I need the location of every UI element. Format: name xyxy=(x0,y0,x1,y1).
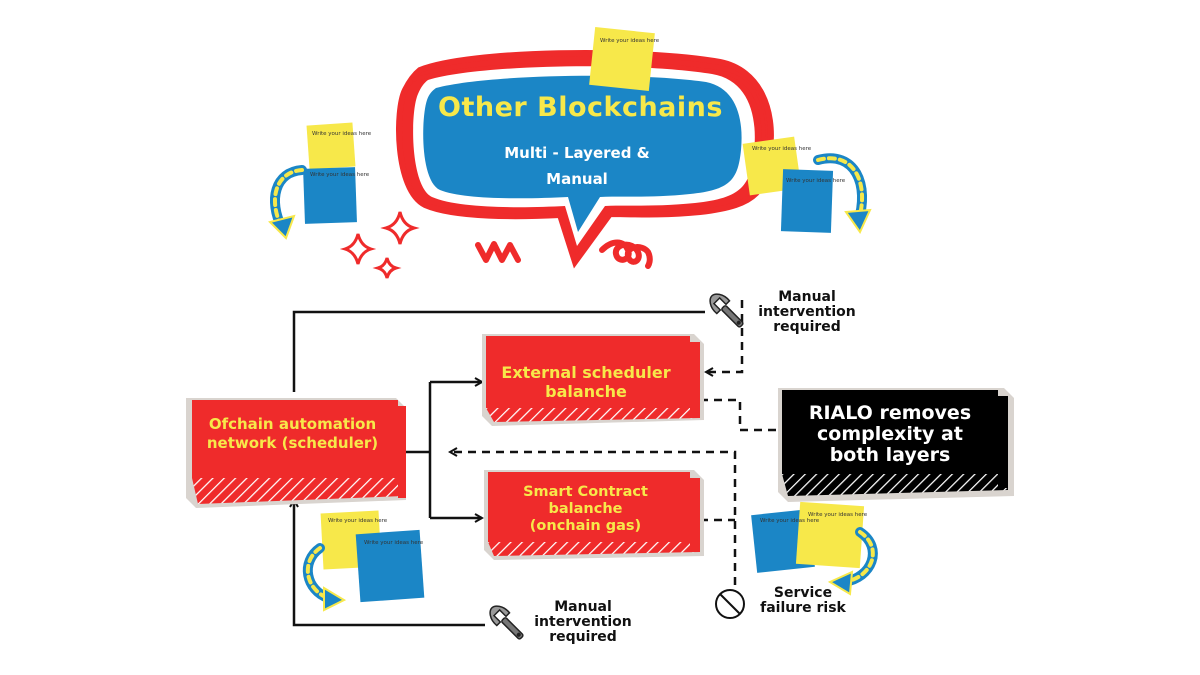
curved-arrow-icon xyxy=(813,153,872,235)
sticky-notes-bottom-left xyxy=(320,510,425,603)
label-line: network (scheduler) xyxy=(206,434,379,452)
sticky-notes-bottom-right xyxy=(751,501,865,573)
note-line: Service xyxy=(773,585,833,601)
label-line: (onchain gas) xyxy=(529,517,642,534)
label-line: External scheduler xyxy=(501,363,671,382)
rialo-label: RIALO removes complexity at both layers xyxy=(786,396,994,472)
smart-contract-label: Smart Contract balanche (onchain gas) xyxy=(488,478,683,540)
curved-arrow-icon xyxy=(302,543,347,612)
subtitle-line: Manual xyxy=(546,170,608,188)
sticky-note-label: Write your ideas here xyxy=(310,172,370,178)
label-line: Ofchain automation xyxy=(208,415,377,433)
sticky-note-label: Write your ideas here xyxy=(808,512,868,518)
subtitle-line: Multi - Layered & xyxy=(504,144,650,162)
sticky-note-label: Write your ideas here xyxy=(786,178,846,184)
note-line: required xyxy=(549,629,617,645)
connectors xyxy=(294,310,705,627)
sticky-note-label: Write your ideas here xyxy=(364,540,424,546)
page-title: Other Blockchains xyxy=(438,92,723,123)
label-line: balanche xyxy=(548,500,623,517)
sticky-note-top xyxy=(589,27,655,91)
note-line: Manual xyxy=(554,599,612,615)
title-speech-bubble xyxy=(396,49,774,269)
sticky-notes-right-top xyxy=(742,136,834,233)
label-line: Smart Contract xyxy=(523,483,648,500)
sticky-note-label: Write your ideas here xyxy=(752,146,812,152)
note-line: required xyxy=(773,319,841,335)
box-rialo xyxy=(778,388,1014,502)
note-line: intervention xyxy=(534,614,632,630)
sticky-notes-left-top xyxy=(303,122,357,224)
wrench-icon xyxy=(709,293,744,328)
label-line: balanche xyxy=(545,382,627,401)
curved-arrow-icon xyxy=(827,527,878,596)
note-line: intervention xyxy=(758,304,856,320)
wrench-icon xyxy=(489,605,524,640)
dashed-connectors xyxy=(450,300,790,585)
box-smart-contract xyxy=(484,470,704,560)
offchain-automation-label: Ofchain automation network (scheduler) xyxy=(190,400,395,468)
no-symbol-icon xyxy=(715,589,745,619)
external-scheduler-label: External scheduler balanche xyxy=(486,352,686,412)
sparkle-icon xyxy=(339,211,420,279)
sticky-note-label: Write your ideas here xyxy=(328,518,388,524)
page-subtitle: Multi - Layered & Manual xyxy=(462,140,692,192)
sticky-note-label: Write your ideas here xyxy=(312,131,372,137)
box-offchain-automation xyxy=(186,398,406,508)
note-line: failure risk xyxy=(760,600,846,616)
service-failure-risk-note: Service failure risk xyxy=(748,586,858,616)
manual-intervention-note-top: Manual intervention required xyxy=(752,290,862,335)
curved-arrow-icon xyxy=(268,165,307,240)
label-line: complexity at xyxy=(817,422,963,445)
note-line: Manual xyxy=(778,289,836,305)
label-line: RIALO removes xyxy=(808,401,972,424)
manual-intervention-note-bottom: Manual intervention required xyxy=(528,600,638,645)
box-external-scheduler xyxy=(482,334,704,426)
label-line: both layers xyxy=(829,443,951,466)
sticky-note-label: Write your ideas here xyxy=(760,518,820,524)
sticky-note-label: Write your ideas here xyxy=(600,38,660,44)
